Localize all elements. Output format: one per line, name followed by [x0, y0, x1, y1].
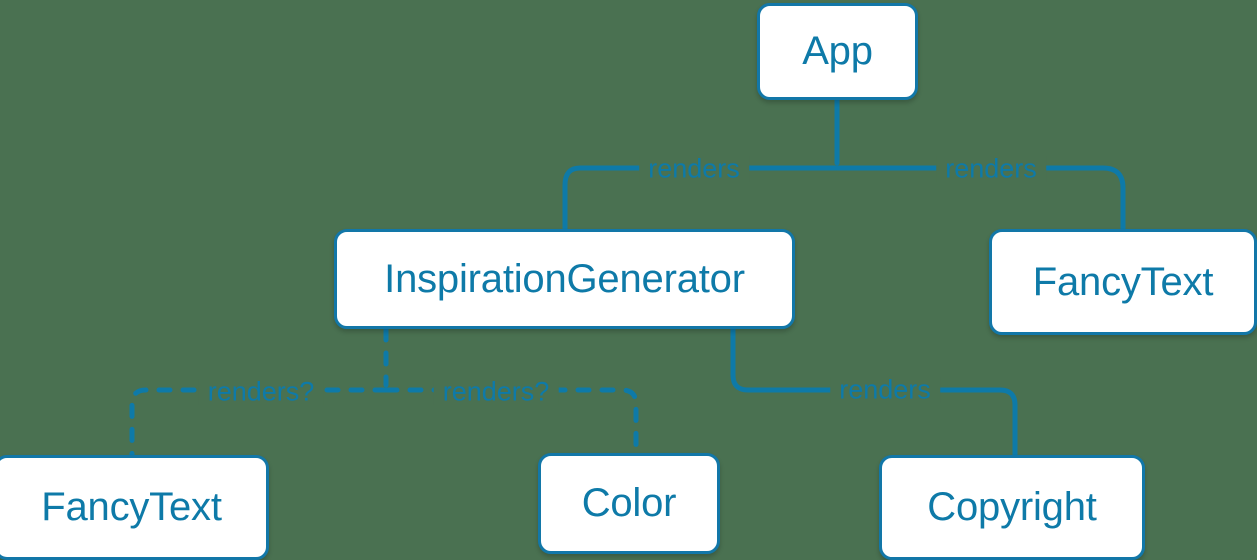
edge-label-inspiration-to-color: renders?	[433, 378, 559, 406]
edge-inspiration-to-fancytext-bottom	[129, 387, 389, 458]
node-fancytext-bottom[interactable]: FancyText	[0, 455, 269, 560]
node-copyright[interactable]: Copyright	[879, 455, 1145, 560]
node-color-label: Color	[581, 481, 677, 525]
node-app[interactable]: App	[757, 3, 918, 100]
node-inspiration-generator-label: InspirationGenerator	[384, 256, 745, 301]
node-inspiration-generator[interactable]: InspirationGenerator	[334, 229, 795, 329]
node-fancytext-bottom-label: FancyText	[41, 485, 222, 529]
edge-app-to-inspiration	[562, 165, 840, 232]
node-fancytext-right[interactable]: FancyText	[989, 229, 1257, 335]
node-copyright-label: Copyright	[927, 485, 1097, 529]
edge-label-inspiration-to-fancytext: renders?	[198, 378, 324, 406]
edge-inspiration-to-color	[383, 387, 639, 456]
edge-label-app-to-fancytext: renders	[936, 155, 1046, 183]
edge-label-inspiration-to-copyright: renders	[830, 376, 940, 404]
edge-app-to-fancytext	[834, 165, 1126, 232]
edge-label-app-to-inspiration: renders	[639, 155, 749, 183]
node-fancytext-right-label: FancyText	[1032, 259, 1214, 304]
node-app-label: App	[802, 29, 873, 73]
node-color[interactable]: Color	[538, 453, 720, 554]
